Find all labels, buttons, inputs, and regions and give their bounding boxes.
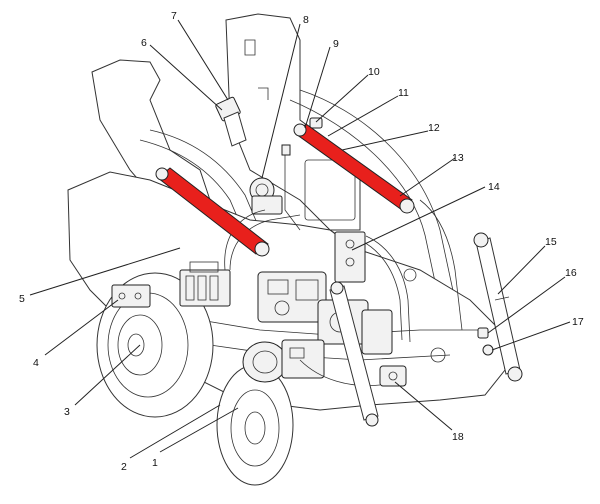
boom-cylinder-right-highlight xyxy=(293,123,415,214)
leader-lines xyxy=(29,19,571,459)
callout-4: 4 xyxy=(33,357,39,369)
callout-6: 6 xyxy=(141,37,147,49)
fitting-10 xyxy=(309,117,323,129)
callout-1: 1 xyxy=(152,457,158,469)
callout-11: 11 xyxy=(398,87,409,99)
callout-12: 12 xyxy=(428,122,440,134)
callout-3: 3 xyxy=(64,406,70,418)
callout-7: 7 xyxy=(171,10,177,22)
callout-2: 2 xyxy=(121,461,127,473)
drive-motor xyxy=(242,339,325,383)
lift-cylinder-center xyxy=(329,281,379,427)
callout-13: 13 xyxy=(452,152,464,164)
cooler-pipe xyxy=(281,144,301,231)
callout-18: 18 xyxy=(452,431,464,443)
callout-9: 9 xyxy=(333,38,339,50)
rear-left-wheel xyxy=(96,272,214,418)
valve-manifold xyxy=(334,231,366,283)
fitting-17 xyxy=(482,344,494,356)
front-left-wheel xyxy=(216,364,294,486)
hydraulic-tank-fitting xyxy=(249,177,283,215)
control-valve xyxy=(179,261,231,307)
callout-labels: 1 2 3 4 5 6 7 8 9 10 11 12 13 14 15 16 1… xyxy=(19,10,584,473)
callout-10: 10 xyxy=(368,66,380,78)
tilt-cylinder-right xyxy=(473,232,523,382)
oil-filter xyxy=(215,96,247,147)
callout-8: 8 xyxy=(303,14,309,26)
fitting-16 xyxy=(477,327,489,339)
pilot-valve-block xyxy=(111,284,151,308)
solenoid-block-18 xyxy=(379,365,407,387)
callout-16: 16 xyxy=(565,267,577,279)
boom-cylinder-left-highlight xyxy=(155,167,270,257)
callout-5: 5 xyxy=(19,293,25,305)
callout-14: 14 xyxy=(488,181,500,193)
callout-15: 15 xyxy=(545,236,557,248)
callout-17: 17 xyxy=(572,316,584,328)
